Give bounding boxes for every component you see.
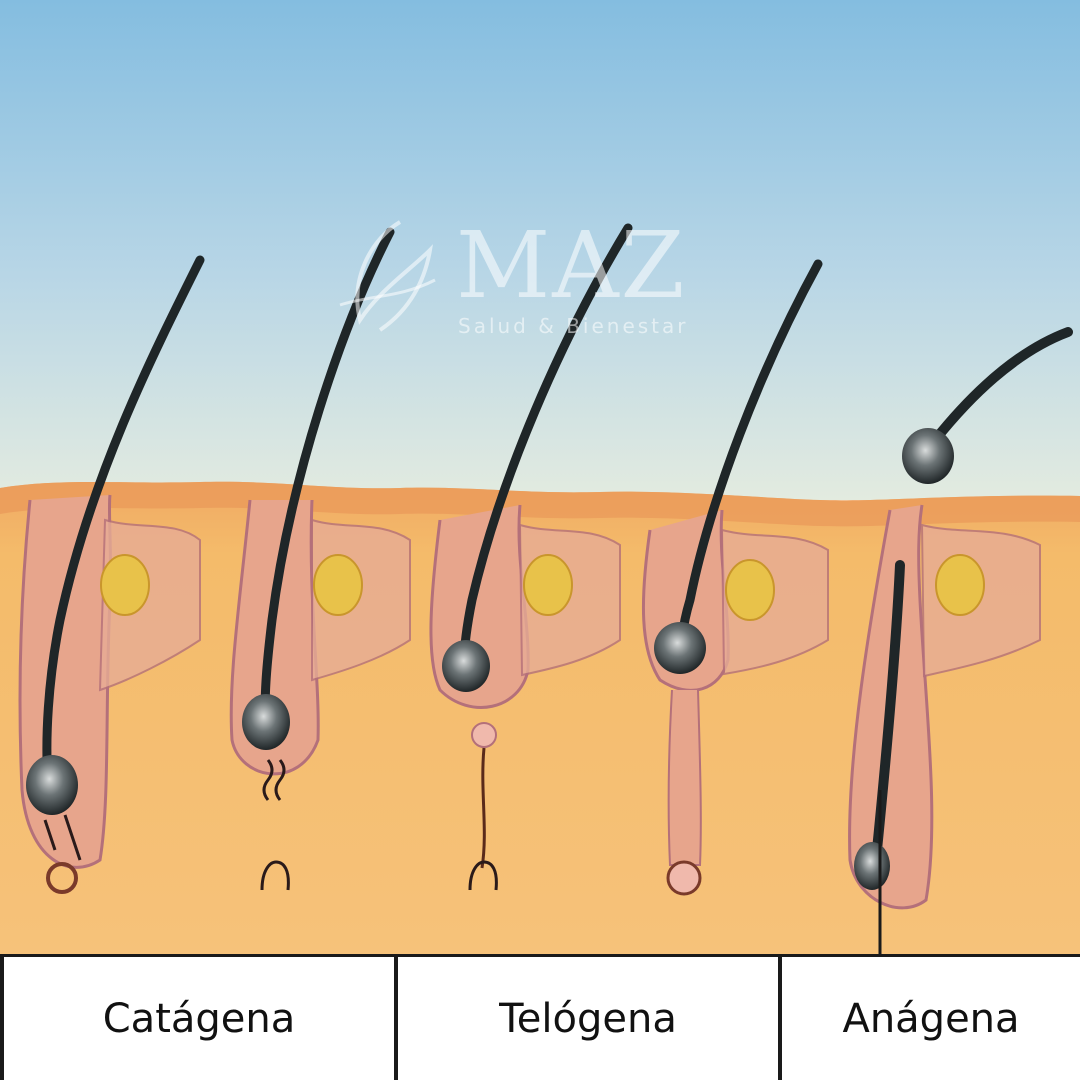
sky-background: [0, 0, 1080, 500]
phase-label-bar: Catágena Telógena Anágena: [0, 954, 1080, 1080]
phase-label-telogena: Telógena: [398, 957, 782, 1080]
epidermis-band: [0, 481, 1080, 527]
follicle-2: [229, 227, 411, 891]
follicle-5: [848, 327, 1073, 960]
phase-label-catagena: Catágena: [0, 957, 398, 1080]
follicle-3: [429, 223, 633, 891]
follicle-4: [641, 259, 829, 896]
phase-label-anagena: Anágena: [842, 995, 1020, 1042]
follicle-1: [18, 255, 205, 894]
hair-follicle-illustration: [0, 0, 1080, 960]
